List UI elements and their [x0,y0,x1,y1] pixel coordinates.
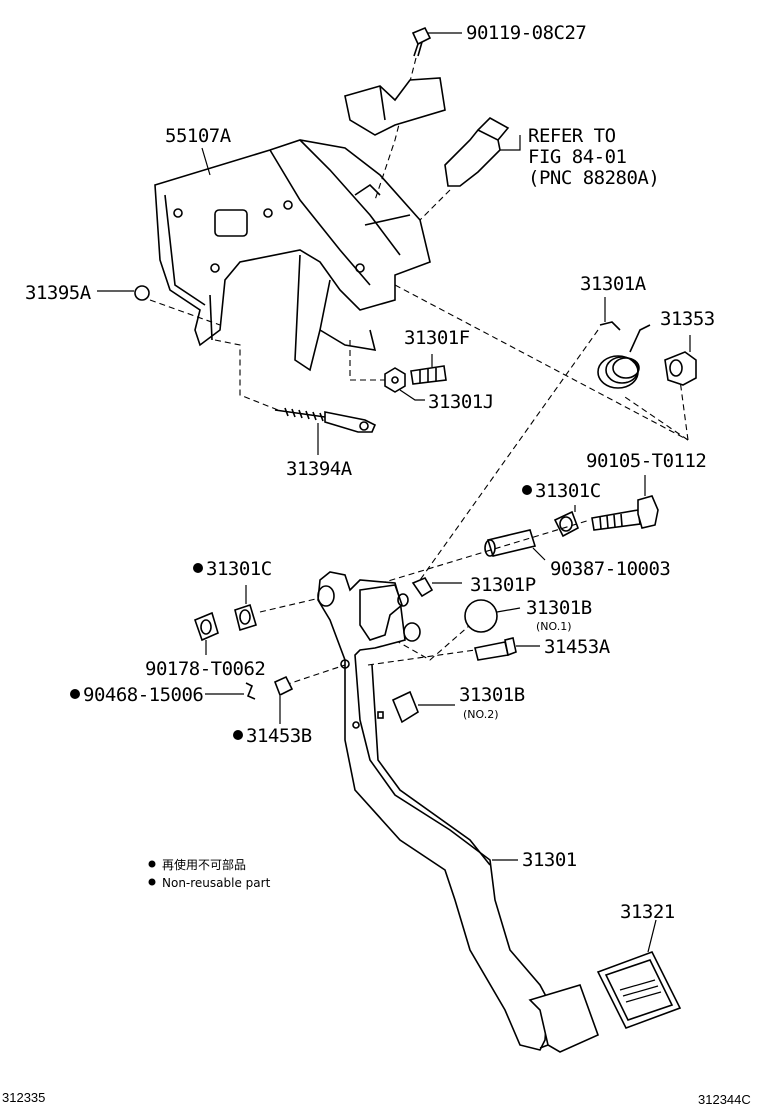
label-31301B-no1-sub: (NO.1) [536,620,572,633]
pedal-arm-31301 [317,571,600,1053]
label-31301B-no2: 31301B [459,684,525,706]
collar-90387 [484,529,546,561]
bushing-31353 [664,335,697,386]
guide-line-7 [284,664,346,686]
nonreusable-marker [70,689,80,699]
spring-rod-31394A [274,407,377,455]
label-31394A: 31394A [286,458,353,480]
label-31301P: 31301P [470,574,536,596]
label-31301A: 31301A [580,273,647,295]
legend-dot-en [148,878,156,886]
label-31301J: 31301J [428,391,494,413]
stop-switch [419,117,521,221]
guide-line-2 [679,379,689,441]
spring-31301A [597,297,651,389]
footer-right-code: 312344C [698,1092,751,1107]
stopper-31301B-no1 [464,599,521,633]
guide-line-8 [367,649,476,666]
collar-31301C-left [234,585,257,632]
label-31321: 31321 [620,901,675,923]
nut-31301J [349,340,425,401]
clip-31301P [411,576,462,598]
label-31301B-no1: 31301B [526,597,592,619]
guide-line-9 [394,624,471,661]
pedal-pad-31321 [596,919,682,1029]
guide-line-3 [621,394,689,441]
label-90178: 90178-T0062 [145,658,265,680]
bushing-90178 [193,611,219,655]
label-31353: 31353 [660,308,715,330]
nonreusable-marker [233,730,243,740]
nonreusable-marker [193,563,203,573]
clip-31395A [97,285,279,411]
label-90119: 90119-08C27 [466,22,586,44]
nut-31453B [273,675,294,724]
footer-left-code: 312335 [2,1090,45,1105]
nonreusable-marker [522,485,532,495]
bolt-31301F [410,354,447,385]
label-90105: 90105-T0112 [586,450,706,472]
bolt-31453A [474,637,540,661]
leader-55107A [201,147,211,176]
label-90468: 90468-15006 [83,684,203,706]
guide-line-6 [259,597,321,613]
pedal-bracket [154,139,431,372]
legend-dot-jp [148,860,156,868]
clip-90468 [205,682,256,700]
label-31453A: 31453A [544,636,611,658]
label-31301C-upper: 31301C [535,480,601,502]
collar-31301C-upper [553,505,579,538]
label-refer-fig: FIG 84-01 [528,146,627,168]
stopper-31301B-no2 [391,690,455,724]
label-31301: 31301 [522,849,577,871]
label-refer-to: REFER TO [528,125,616,147]
legend-jp: 再使用不可部品 [162,857,246,872]
label-90387: 90387-10003 [550,558,670,580]
label-31301F: 31301F [404,327,470,349]
label-31301B-no2-sub: (NO.2) [463,708,499,721]
label-31395A: 31395A [25,282,92,304]
bolt-90105 [591,475,659,531]
legend-en: Non-reusable part [162,876,271,890]
label-55107A: 55107A [165,125,232,147]
guide-line-4 [419,329,599,581]
switch-cover [344,77,446,136]
guide-line-1 [394,284,689,441]
label-31453B: 31453B [246,725,312,747]
bolt-90119 [374,26,462,201]
label-31301C-left: 31301C [206,558,272,580]
label-refer-pnc: (PNC 88280A) [528,167,659,189]
